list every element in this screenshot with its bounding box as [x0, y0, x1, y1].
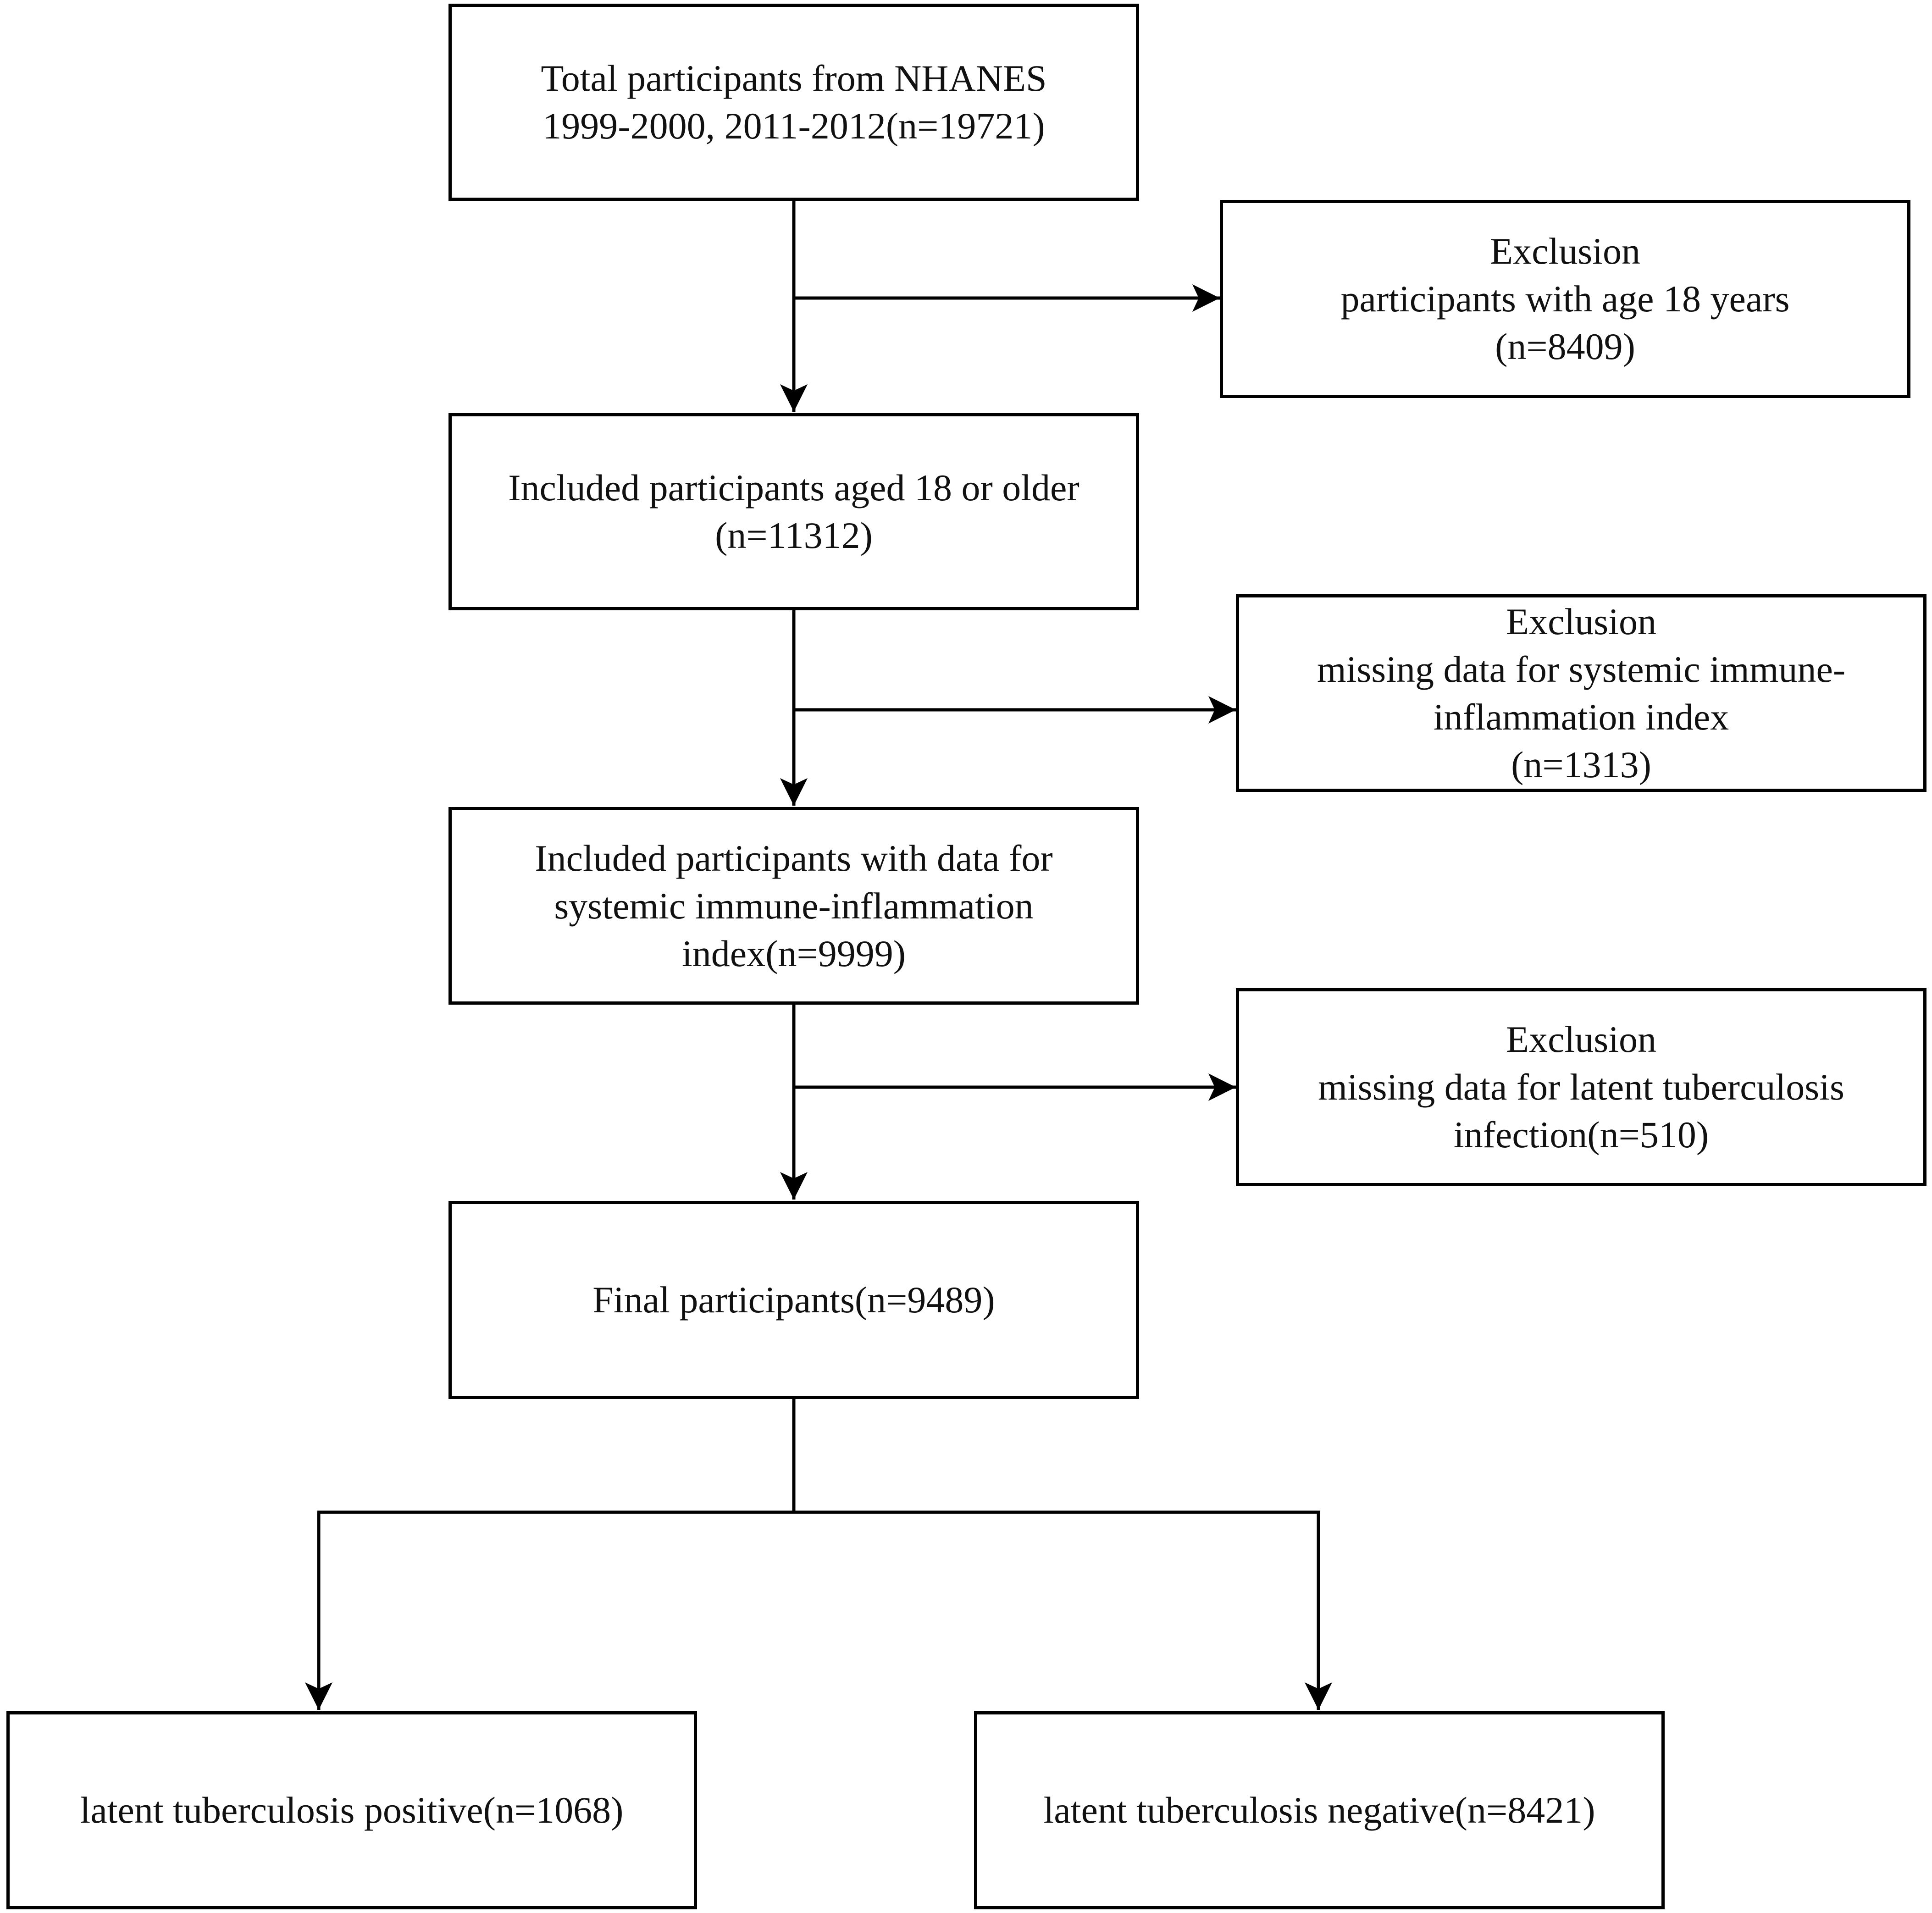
box-ltbi-positive: latent tuberculosis positive(n=1068): [6, 1711, 697, 1909]
box-exclusion-sii: Exclusion missing data for systemic immu…: [1236, 594, 1926, 792]
box-text-line: 1999-2000, 2011-2012(n=19721): [543, 105, 1045, 147]
box-ltbi-negative: latent tuberculosis negative(n=8421): [974, 1711, 1665, 1909]
box-text-line: Included participants with data for: [535, 837, 1053, 879]
box-final-participants: Final participants(n=9489): [448, 1201, 1139, 1399]
box-text-line: (n=8409): [1495, 326, 1635, 367]
box-text-line: index(n=9999): [681, 932, 906, 974]
box-exclusion-ltbi: Exclusion missing data for latent tuberc…: [1236, 988, 1926, 1186]
box-text-line: Exclusion: [1506, 600, 1656, 642]
box-total-participants: Total participants from NHANES 1999-2000…: [448, 4, 1139, 201]
box-text-line: infection(n=510): [1453, 1114, 1709, 1156]
box-text-line: latent tuberculosis negative(n=8421): [1043, 1789, 1595, 1831]
box-text-line: (n=11312): [715, 514, 873, 556]
box-exclusion-age: Exclusion participants with age 18 years…: [1220, 200, 1910, 398]
box-text-line: Total participants from NHANES: [541, 57, 1047, 99]
box-text-line: Exclusion: [1490, 230, 1640, 272]
box-text-line: (n=1313): [1511, 743, 1651, 785]
box-text-line: missing data for latent tuberculosis: [1318, 1066, 1844, 1108]
box-text-line: Exclusion: [1506, 1018, 1656, 1060]
box-included-sii: Included participants with data for syst…: [448, 807, 1139, 1005]
box-text-line: latent tuberculosis positive(n=1068): [80, 1789, 624, 1831]
box-text-line: missing data for systemic immune-: [1317, 648, 1846, 690]
box-text-line: Included participants aged 18 or older: [508, 467, 1079, 509]
box-text-line: systemic immune-inflammation: [554, 885, 1034, 927]
box-text-line: inflammation index: [1433, 696, 1729, 738]
box-text-line: Final participants(n=9489): [592, 1279, 995, 1321]
box-text-line: participants with age 18 years: [1340, 278, 1790, 320]
box-included-age: Included participants aged 18 or older (…: [448, 413, 1139, 610]
